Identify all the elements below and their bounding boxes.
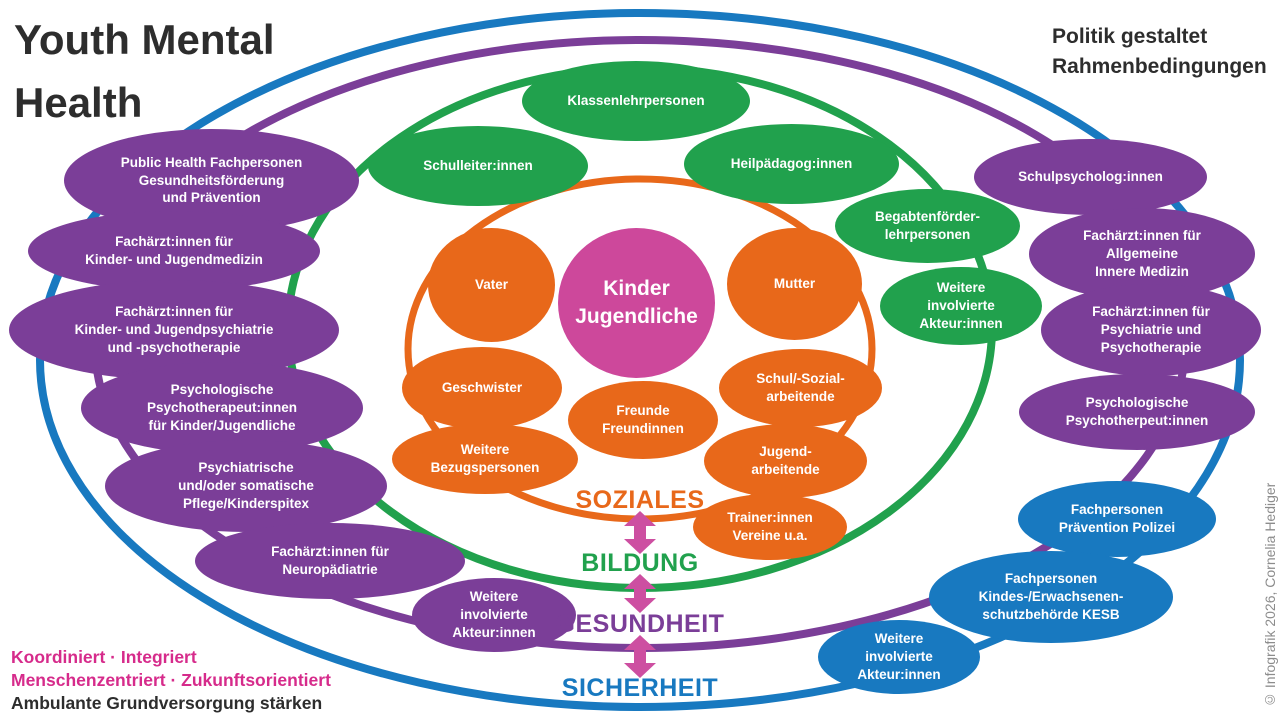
node-jugendarbeitende: Jugend- arbeitende bbox=[704, 424, 867, 498]
node-kinder-jugendliche: Kinder Jugendliche bbox=[558, 228, 715, 378]
node-psychologische-psychotherapeuten: Psychologische Psychotherpeut:innen bbox=[1019, 374, 1255, 450]
node-freunde: Freunde Freundinnen bbox=[568, 381, 718, 459]
page-title: Youth Mental Health bbox=[14, 16, 275, 126]
node-schulpsychologen: Schulpsycholog:innen bbox=[974, 139, 1207, 215]
node-weitere-bezugspersonen: Weitere Bezugspersonen bbox=[392, 424, 578, 494]
policy-note: Politik gestaltet Rahmenbedingungen bbox=[1052, 25, 1267, 79]
footer-line-2: Menschenzentriert · Zukunftsorientiert bbox=[11, 669, 331, 690]
node-praevention-polizei: Fachpersonen Prävention Polizei bbox=[1018, 481, 1216, 557]
footer-line-1: Koordiniert · Integriert bbox=[11, 647, 197, 667]
node-kinder-jugendmedizin: Fachärzt:innen für Kinder- und Jugendmed… bbox=[28, 211, 320, 291]
node-trainer-vereine: Trainer:innen Vereine u.a. bbox=[693, 494, 847, 560]
ring-sicherheit bbox=[36, 9, 1244, 711]
node-psychiatrie-psychotherapie: Fachärzt:innen für Psychiatrie und Psych… bbox=[1041, 284, 1261, 376]
node-geschwister: Geschwister bbox=[402, 347, 562, 429]
double-arrow-icon bbox=[624, 635, 656, 678]
copyright-note: © Infografik 2026, Cornelia Hediger bbox=[1262, 482, 1278, 708]
double-arrow-icon bbox=[624, 574, 656, 613]
node-heilpaedagog: Heilpädagog:innen bbox=[684, 124, 899, 204]
node-vater: Vater bbox=[428, 228, 555, 342]
node-kesb: Fachpersonen Kindes-/Erwachsenen- schutz… bbox=[929, 551, 1173, 643]
ring-label-soziales: SOZIALES bbox=[575, 486, 705, 514]
node-kinder-jugendpsychiatrie: Fachärzt:innen für Kinder- und Jugendpsy… bbox=[9, 280, 339, 380]
node-pflege-kinderspitex: Psychiatrische und/oder somatische Pfleg… bbox=[105, 440, 387, 532]
double-arrow-icon bbox=[624, 511, 656, 554]
node-begabtenfoerder: Begabtenförder- lehrpersonen bbox=[835, 189, 1020, 263]
ring-label-gesundheit: GESUNDHEIT bbox=[555, 610, 725, 638]
node-neuropaediatrie: Fachärzt:innen für Neuropädiatrie bbox=[195, 523, 465, 599]
node-weitere-akteure-sicherheit: Weitere involvierte Akteur:innen bbox=[818, 620, 980, 694]
node-klassenlehrpersonen: Klassenlehrpersonen bbox=[522, 61, 750, 141]
node-psychotherapeuten-kinder: Psychologische Psychotherapeut:innen für… bbox=[81, 362, 363, 454]
node-weitere-akteure-gesundheit: Weitere involvierte Akteur:innen bbox=[412, 578, 576, 652]
node-weitere-akteure-bildung: Weitere involvierte Akteur:innen bbox=[880, 267, 1042, 345]
node-schul-sozialarbeitende: Schul/-Sozial- arbeitende bbox=[719, 349, 882, 427]
ring-label-sicherheit: SICHERHEIT bbox=[561, 674, 719, 702]
footer-principles: Koordiniert · Integriert Menschenzentrie… bbox=[11, 646, 331, 714]
node-schulleiter: Schulleiter:innen bbox=[368, 126, 588, 206]
footer-line-3: Ambulante Grundversorgung stärken bbox=[11, 692, 323, 713]
ring-label-bildung: BILDUNG bbox=[581, 549, 699, 577]
node-mutter: Mutter bbox=[727, 228, 862, 340]
